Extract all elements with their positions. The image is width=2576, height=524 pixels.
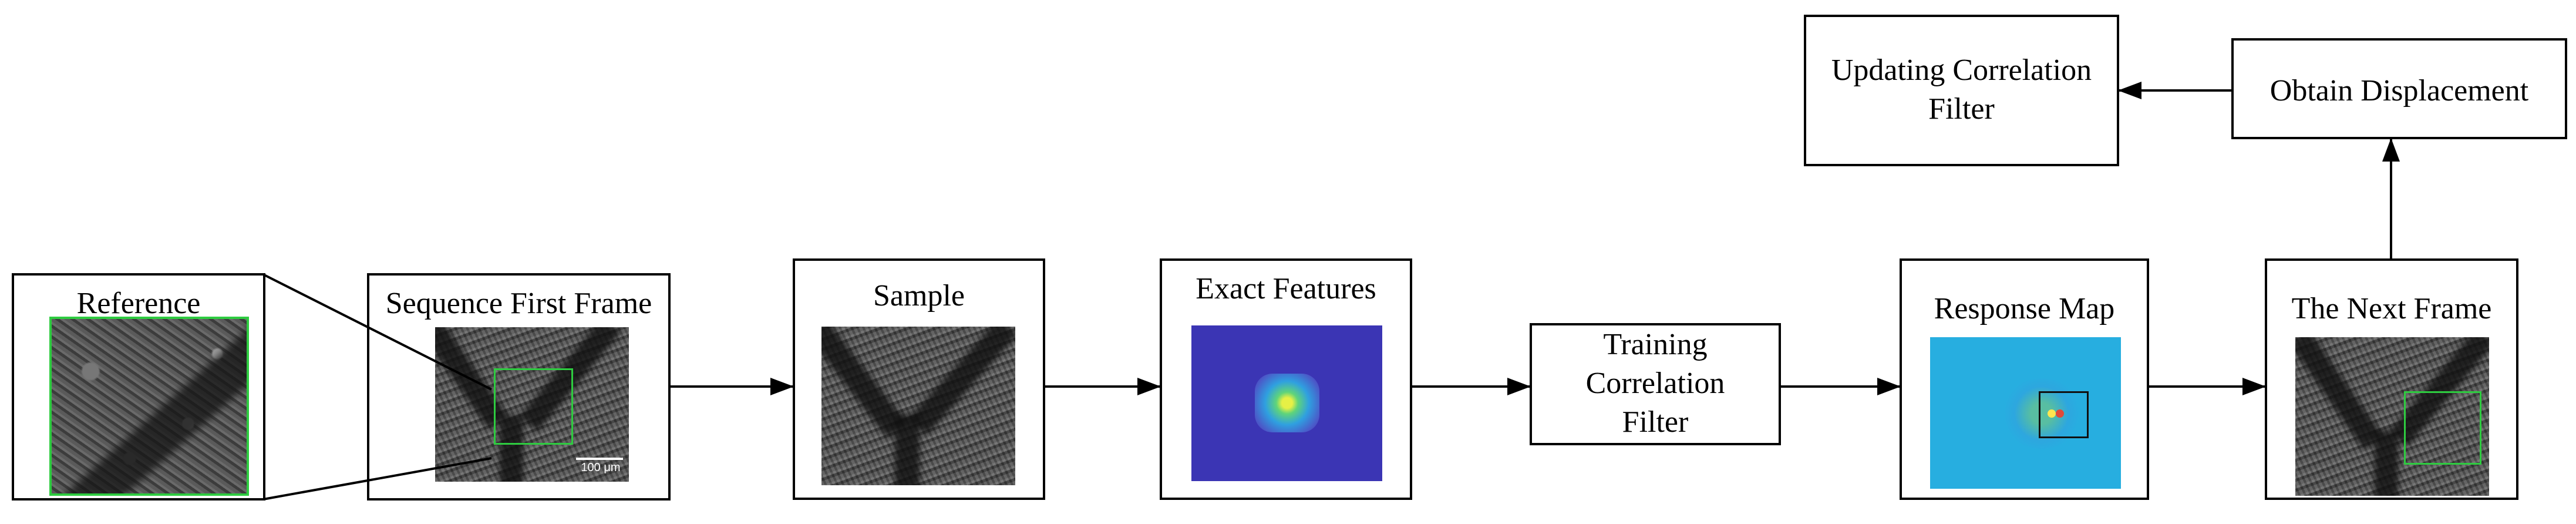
sample-image xyxy=(821,327,1015,485)
feature-map-image xyxy=(1191,325,1382,481)
sample-label: Sample xyxy=(873,279,965,313)
first-frame-image: 100 μm xyxy=(435,327,629,482)
training-filter-box: Training Correlation Filter xyxy=(1530,323,1781,445)
peak-box xyxy=(2039,391,2089,438)
scale-bar-label: 100 μm xyxy=(581,461,621,474)
updating-label-2: Filter xyxy=(1928,92,1995,126)
sample-box: Sample xyxy=(793,258,1045,500)
training-label-2: Correlation xyxy=(1585,367,1725,400)
updating-label-1: Updating Correlation xyxy=(1831,53,2092,87)
next-frame-image xyxy=(2295,337,2489,496)
obtain-displacement-box: Obtain Displacement xyxy=(2231,38,2567,139)
response-map-box: Response Map xyxy=(1900,258,2149,500)
first-frame-box: Sequence First Frame 100 μm xyxy=(367,273,671,501)
reference-label: Reference xyxy=(76,287,201,320)
first-frame-label: Sequence First Frame xyxy=(385,287,652,320)
exact-features-box: Exact Features xyxy=(1160,258,1412,500)
next-frame-label: The Next Frame xyxy=(2291,292,2492,325)
roi-box xyxy=(494,368,573,445)
training-label-3: Filter xyxy=(1622,405,1689,439)
training-label-1: Training xyxy=(1603,328,1708,361)
exact-features-label: Exact Features xyxy=(1196,272,1376,305)
response-map-image xyxy=(1930,337,2121,489)
updating-filter-box: Updating Correlation Filter xyxy=(1804,15,2119,166)
reference-image xyxy=(49,317,249,496)
scale-bar xyxy=(576,458,623,460)
next-frame-box: The Next Frame xyxy=(2265,258,2518,500)
obtain-displacement-label: Obtain Displacement xyxy=(2269,74,2529,108)
tracked-roi-box xyxy=(2404,391,2481,465)
reference-box: Reference xyxy=(12,273,265,501)
response-map-label: Response Map xyxy=(1934,292,2115,325)
